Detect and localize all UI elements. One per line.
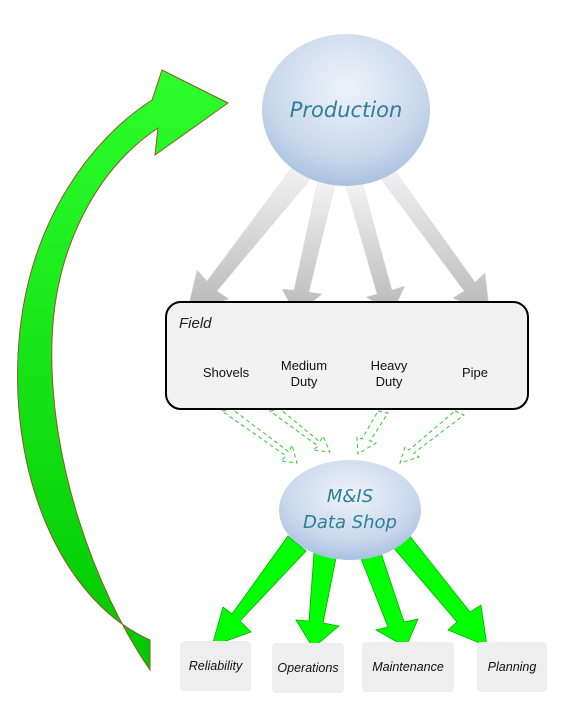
field-title: Field (179, 315, 212, 332)
green-arrow-2 (295, 552, 340, 649)
production-node (262, 34, 430, 186)
output-reliability: Reliability (180, 641, 251, 691)
data-shop-label-line2: Data Shop (303, 512, 397, 533)
datashop-to-outputs-arrows (211, 534, 488, 649)
dashed-arrow-4 (399, 410, 465, 464)
feedback-arrow (17, 69, 229, 672)
dashed-arrow-3 (356, 410, 389, 455)
green-arrow-4 (391, 534, 488, 647)
output-maintenance: Maintenance (362, 642, 454, 692)
field-to-datashop-arrows (220, 408, 465, 464)
production-to-field-arrows (186, 161, 491, 317)
dashed-arrow-2 (268, 408, 331, 453)
gray-arrow-4 (375, 163, 491, 316)
output-planning: Planning (477, 642, 547, 692)
dashed-arrow-1 (220, 408, 298, 464)
field-item-medium-duty: Medium Duty (280, 358, 328, 389)
data-shop-label-line1: M&IS (327, 486, 373, 507)
field-item-shovels: Shovels (202, 365, 250, 380)
field-box: Field Shovels Medium Duty Heavy Duty Pip… (165, 301, 529, 410)
field-item-pipe: Pipe (461, 365, 489, 380)
green-arrow-3 (359, 549, 419, 648)
gray-arrow-3 (345, 181, 406, 314)
field-item-heavy-duty: Heavy Duty (370, 358, 408, 389)
green-arrow-1 (211, 535, 307, 647)
data-shop-node (279, 460, 421, 560)
production-label: Production (290, 98, 403, 122)
output-operations: Operations (272, 643, 344, 693)
